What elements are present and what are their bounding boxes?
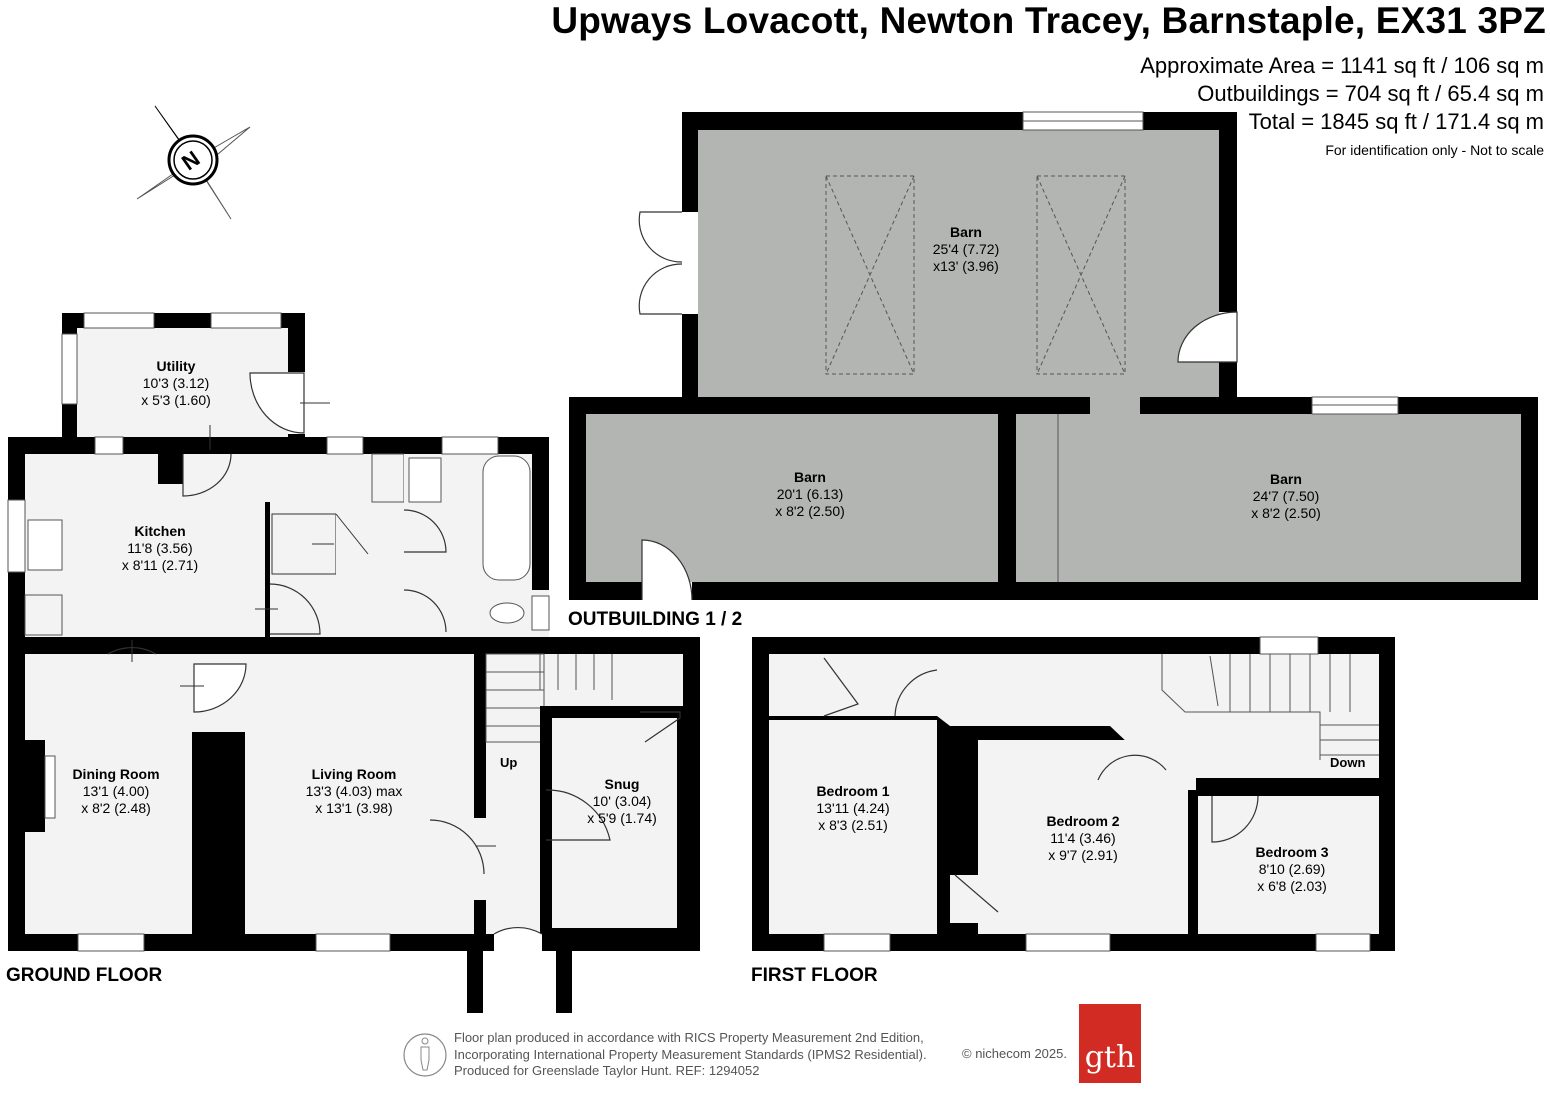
room-name: Living Room [311, 766, 397, 782]
footer-notes: Floor plan produced in accordance with R… [454, 1030, 927, 1080]
room-dimension: x 8'3 (2.51) [818, 817, 888, 833]
room-name: Bedroom 1 [816, 783, 890, 799]
compass-rose-icon [136, 105, 251, 220]
room-utility: Utility 10'3 (3.12) x 5'3 (1.60) [141, 358, 211, 409]
property-title: Upways Lovacott, Newton Tracey, Barnstap… [551, 0, 1546, 41]
room-dimension: 8'10 (2.69) [1258, 861, 1326, 877]
room-name: Dining Room [72, 766, 160, 782]
outbuildings-area: Outbuildings = 704 sq ft / 65.4 sq m [1197, 81, 1544, 106]
room-dimension: x 8'11 (2.71) [121, 557, 199, 573]
room-barn-top: Barn 25'4 (7.72) x13' (3.96) [933, 224, 1000, 275]
disclaimer: For identification only - Not to scale [1325, 142, 1544, 158]
room-bedroom-3: Bedroom 3 8'10 (2.69) x 6'8 (2.03) [1255, 844, 1328, 895]
room-dimension: 25'4 (7.72) [932, 241, 1000, 257]
first-floor-label: FIRST FLOOR [751, 965, 878, 986]
footer-line: Floor plan produced in accordance with R… [454, 1030, 924, 1045]
room-dimension: 20'1 (6.13) [776, 486, 844, 502]
room-dimension: 24'7 (7.50) [1252, 488, 1320, 504]
room-snug: Snug 10' (3.04) x 5'9 (1.74) [587, 776, 657, 827]
outbuilding-label: OUTBUILDING 1 / 2 [568, 609, 743, 630]
room-name: Bedroom 3 [1255, 844, 1329, 860]
room-dimension: 11'8 (3.56) [127, 540, 193, 556]
room-dimension: x 6'8 (2.03) [1257, 878, 1327, 894]
room-dimension: 10' (3.04) [592, 793, 652, 809]
room-dimension: x 8'2 (2.50) [775, 503, 845, 519]
room-dimension: 13'3 (4.03) max [305, 783, 403, 799]
room-name: Kitchen [134, 523, 186, 539]
room-name: Bedroom 2 [1046, 813, 1120, 829]
room-name: Snug [604, 776, 640, 792]
total-area: Total = 1845 sq ft / 171.4 sq m [1248, 109, 1544, 134]
room-name: Barn [950, 224, 982, 240]
room-bedroom-2: Bedroom 2 11'4 (3.46) x 9'7 (2.91) [1046, 813, 1119, 864]
footer-line: Incorporating International Property Mea… [454, 1046, 927, 1062]
ground-floor-plan [7, 312, 700, 1013]
room-barn-right: Barn 24'7 (7.50) x 8'2 (2.50) [1251, 471, 1321, 522]
copyright: © nichecom 2025. [962, 1046, 1067, 1061]
room-dimension: x 9'7 (2.91) [1048, 847, 1118, 863]
room-dimension: x 5'9 (1.74) [587, 810, 657, 826]
room-dimension: x 8'2 (2.50) [1251, 505, 1321, 521]
footer-line: Produced for Greenslade Taylor Hunt. REF… [454, 1063, 760, 1078]
room-dimension: x13' (3.96) [933, 258, 999, 274]
room-dimension: x 13'1 (3.98) [315, 800, 393, 816]
stairs-down-label: Down [1330, 755, 1366, 770]
outbuilding-plan [569, 111, 1538, 601]
person-icon [403, 1033, 447, 1077]
room-bedroom-1: Bedroom 1 13'11 (4.24) x 8'3 (2.51) [816, 783, 889, 834]
room-dimension: 13'1 (4.00) [82, 783, 150, 799]
room-name: Barn [794, 469, 826, 485]
room-dining: Dining Room 13'1 (4.00) x 8'2 (2.48) [72, 766, 159, 817]
room-barn-left: Barn 20'1 (6.13) x 8'2 (2.50) [775, 469, 845, 520]
room-dimension: 13'11 (4.24) [816, 800, 890, 816]
stairs-up-label: Up [500, 755, 518, 770]
room-living: Living Room 13'3 (4.03) max x 13'1 (3.98… [306, 766, 403, 817]
room-dimension: 11'4 (3.46) [1050, 830, 1116, 846]
ground-floor-label: GROUND FLOOR [6, 965, 163, 986]
first-floor-plan [752, 636, 1395, 952]
room-dimension: x 8'2 (2.48) [81, 800, 151, 816]
approximate-area: Approximate Area = 1141 sq ft / 106 sq m [1140, 53, 1544, 78]
room-name: Utility [156, 358, 196, 374]
room-name: Barn [1270, 471, 1302, 487]
room-dimension: 10'3 (3.12) [142, 375, 210, 391]
room-kitchen: Kitchen 11'8 (3.56) x 8'11 (2.71) [122, 523, 198, 574]
gth-logo: gth [1079, 1004, 1141, 1083]
room-dimension: x 5'3 (1.60) [141, 392, 211, 408]
